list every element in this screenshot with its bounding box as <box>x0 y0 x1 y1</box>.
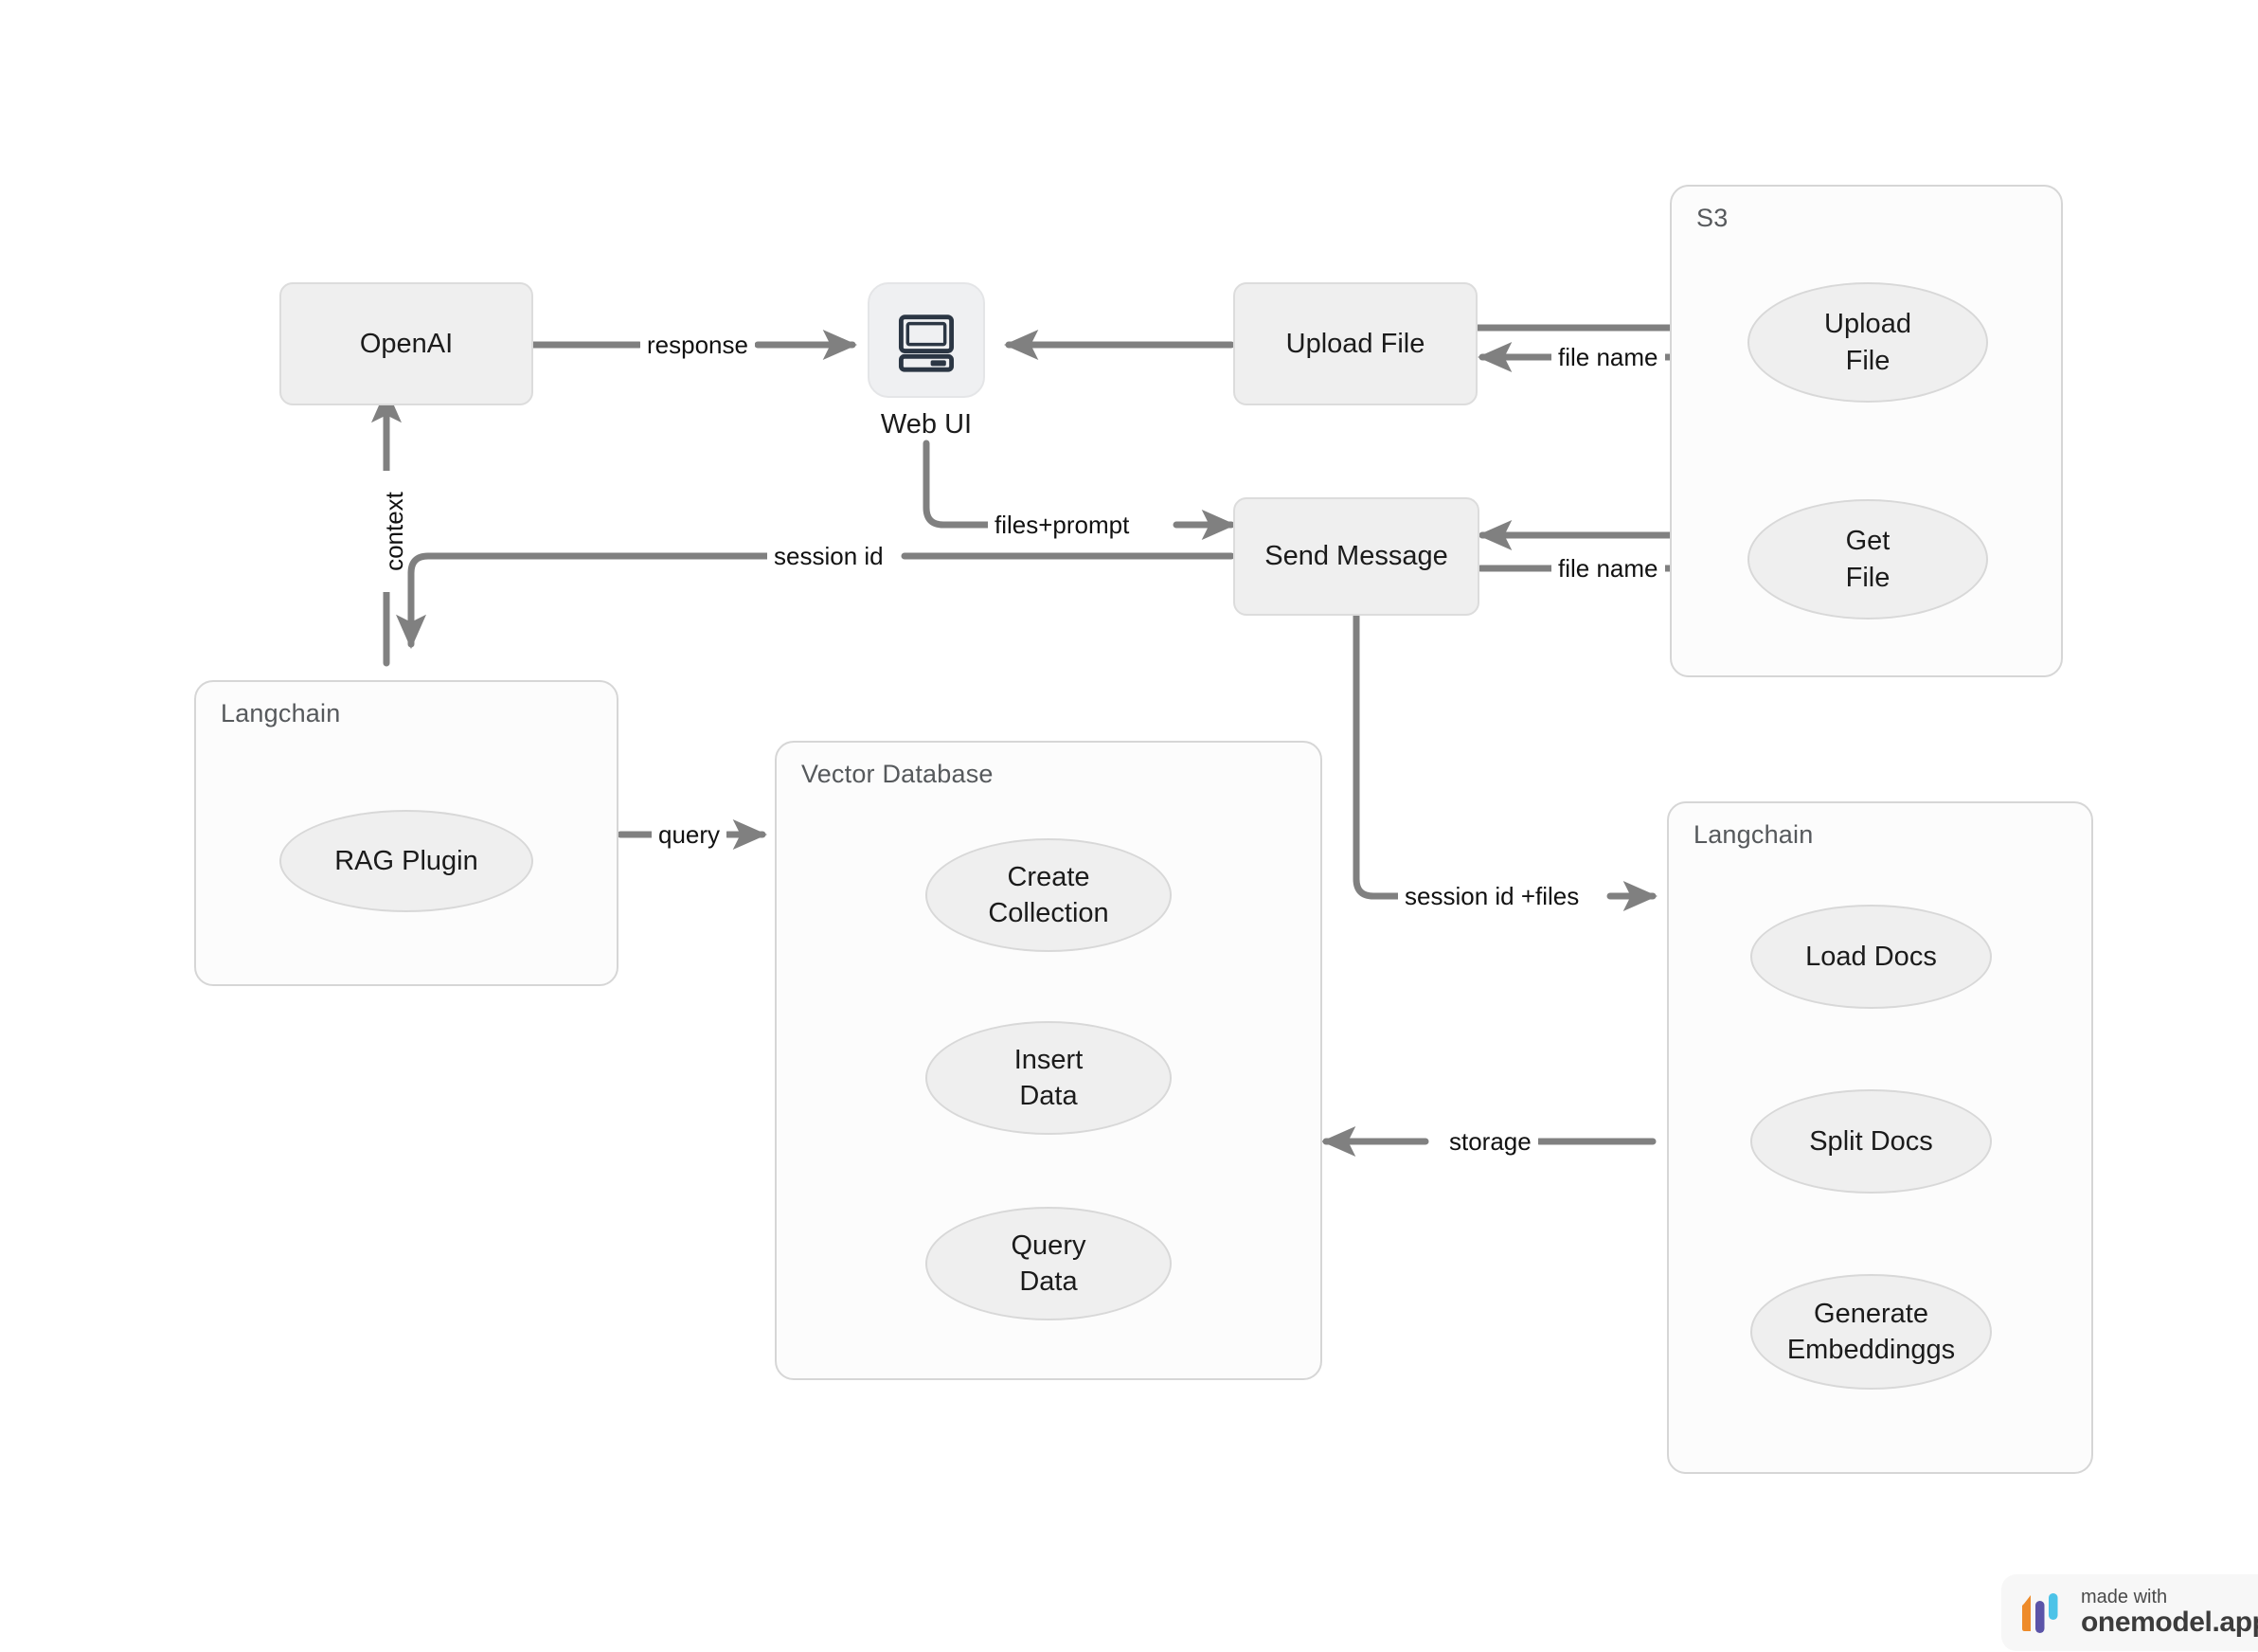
node-insert-data[interactable]: Insert Data <box>925 1021 1172 1135</box>
node-send-message-label: Send Message <box>1264 541 1448 572</box>
onemodel-watermark-text: made with onemodel.app <box>2081 1588 2258 1638</box>
group-langchain-rag-title: Langchain <box>221 699 341 727</box>
node-generate-embeddings-line2: Embeddinggs <box>1786 1335 1956 1365</box>
edge-label-query: query <box>652 822 727 847</box>
node-s3-get-file[interactable]: Get File <box>1747 499 1988 620</box>
node-query-data-line2: Data <box>1019 1266 1078 1297</box>
edge-label-context: context <box>380 471 408 592</box>
node-s3-get-file-line2: File <box>1845 562 1891 593</box>
group-vector-database-title: Vector Database <box>801 760 994 788</box>
edge-label-send-file-name: file name <box>1551 556 1665 581</box>
edge-label-s3-file-name: file name <box>1551 345 1665 369</box>
node-s3-upload-file-line1: Upload <box>1824 309 1911 340</box>
edge-label-files-prompt: files+prompt <box>988 512 1137 537</box>
node-s3-get-file-line1: Get <box>1845 526 1891 557</box>
onemodel-logo-icon <box>2018 1591 2066 1634</box>
edge-files-prompt-a <box>923 440 994 529</box>
node-rag-plugin-label: RAG Plugin <box>334 845 478 876</box>
desktop-computer-icon <box>898 314 955 372</box>
node-generate-embeddings-line1: Generate <box>1814 1298 1928 1329</box>
node-upload-file[interactable]: Upload File <box>1233 282 1478 405</box>
group-s3-title: S3 <box>1696 204 1729 232</box>
node-query-data-line1: Query <box>1011 1230 1086 1261</box>
group-langchain-ingest-title: Langchain <box>1694 820 1814 849</box>
node-insert-data-line1: Insert <box>1013 1044 1084 1075</box>
onemodel-watermark[interactable]: made with onemodel.app <box>2001 1574 2258 1651</box>
node-insert-data-line2: Data <box>1019 1081 1078 1111</box>
watermark-made-with: made with <box>2081 1587 2168 1607</box>
node-load-docs[interactable]: Load Docs <box>1750 905 1992 1009</box>
node-openai-label: OpenAI <box>359 328 454 359</box>
node-send-message[interactable]: Send Message <box>1233 497 1479 616</box>
node-s3-upload-file[interactable]: Upload File <box>1747 282 1988 403</box>
node-rag-plugin[interactable]: RAG Plugin <box>279 810 533 912</box>
watermark-brand: onemodel.app <box>2081 1607 2258 1638</box>
node-generate-embeddings[interactable]: Generate Embeddinggs <box>1750 1274 1992 1390</box>
node-create-collection-line1: Create <box>1007 861 1090 892</box>
onemodel-bars-icon <box>2022 1593 2058 1634</box>
node-split-docs[interactable]: Split Docs <box>1750 1089 1992 1194</box>
node-load-docs-label: Load Docs <box>1805 941 1937 972</box>
node-upload-file-label: Upload File <box>1285 328 1425 359</box>
edge-label-session-id-files: session id +files <box>1398 884 1586 908</box>
node-s3-upload-file-line2: File <box>1845 345 1891 376</box>
node-openai[interactable]: OpenAI <box>279 282 533 405</box>
node-query-data[interactable]: Query Data <box>925 1207 1172 1320</box>
node-split-docs-label: Split Docs <box>1809 1125 1933 1157</box>
edge-label-response: response <box>640 332 755 357</box>
node-web-ui-label: Web UI <box>880 409 973 440</box>
edge-label-session-id: session id <box>767 544 890 568</box>
node-web-ui[interactable] <box>868 282 985 398</box>
edge-label-storage: storage <box>1443 1129 1538 1154</box>
edge-session-files-a <box>1353 612 1404 900</box>
node-web-ui-caption: Web UI <box>811 409 1042 440</box>
node-create-collection[interactable]: Create Collection <box>925 838 1172 952</box>
edge-session-id-b <box>395 552 773 650</box>
node-create-collection-line2: Collection <box>988 898 1109 928</box>
